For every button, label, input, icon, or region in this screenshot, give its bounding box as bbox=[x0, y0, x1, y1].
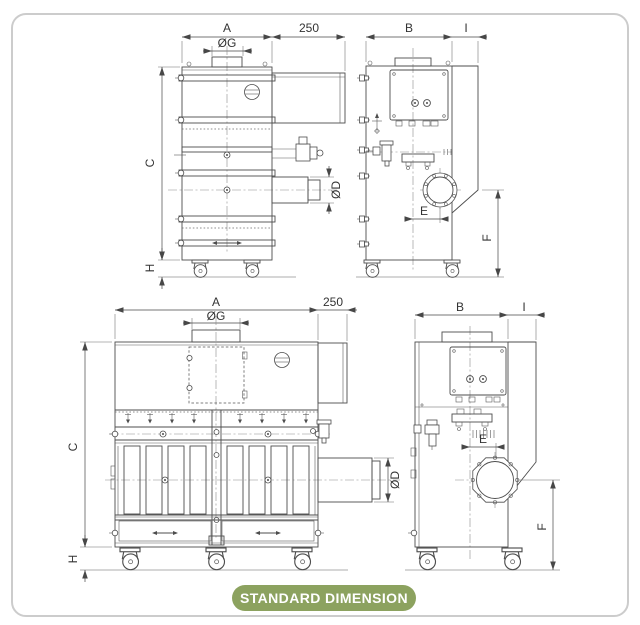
dim-label-250-bottom: 250 bbox=[323, 295, 343, 309]
dim-label-250-top: 250 bbox=[299, 21, 319, 35]
dim-label-h-bottom: H bbox=[66, 555, 80, 564]
filter-cartridges bbox=[115, 445, 318, 518]
page-frame bbox=[11, 13, 629, 617]
door-hinge bbox=[110, 478, 116, 490]
indicator-lamp bbox=[423, 99, 431, 107]
control-panel bbox=[389, 69, 449, 127]
pulse-valve bbox=[272, 136, 324, 162]
outlet-duct bbox=[317, 457, 381, 503]
dim-label-a-top: A bbox=[223, 21, 231, 35]
door-hinge bbox=[410, 447, 417, 457]
blower-housing bbox=[271, 72, 346, 124]
damper-knob bbox=[274, 352, 290, 368]
dim-label-c-top: C bbox=[143, 158, 157, 167]
dim-label-i-top: I bbox=[464, 21, 467, 35]
inlet-flange bbox=[422, 172, 458, 208]
pulse-valve bbox=[366, 140, 394, 167]
inlet-flange bbox=[470, 455, 520, 505]
air-filter-regulator bbox=[413, 419, 440, 450]
damper-knob bbox=[244, 84, 260, 100]
dim-label-og-top: ØG bbox=[218, 36, 237, 50]
manifold-bracket bbox=[401, 153, 435, 170]
body-outline bbox=[181, 66, 273, 261]
dim-label-f-bottom: F bbox=[535, 523, 549, 530]
blower-housing bbox=[317, 342, 348, 404]
dim-label-h-top: H bbox=[143, 264, 157, 273]
vent-symbol bbox=[372, 113, 382, 134]
top-duct bbox=[394, 57, 432, 67]
badge-background bbox=[232, 585, 416, 611]
body-outline bbox=[114, 341, 319, 548]
dim-label-f-top: F bbox=[480, 234, 494, 241]
drawer-handle bbox=[212, 241, 242, 245]
control-panel bbox=[449, 346, 507, 403]
dim-label-b-bottom: B bbox=[456, 300, 464, 314]
door-hinge bbox=[110, 465, 116, 477]
badge-label: STANDARD DIMENSION bbox=[240, 590, 408, 606]
top-duct bbox=[441, 331, 493, 343]
dust-drawers bbox=[115, 519, 318, 544]
outlet-transition-outline bbox=[451, 65, 479, 214]
dim-label-b-top: B bbox=[405, 21, 413, 35]
large-unit-side-view: B I bbox=[405, 300, 560, 571]
spray-nozzle-band bbox=[115, 409, 318, 444]
large-unit-front-view: A 250 ØG bbox=[66, 295, 402, 582]
door-hinge bbox=[410, 469, 417, 479]
access-door bbox=[186, 346, 248, 404]
small-unit-front-view: A 250 ØG bbox=[143, 21, 346, 289]
dim-label-c-bottom: C bbox=[66, 442, 80, 451]
dim-label-e-top: E bbox=[420, 204, 428, 218]
outlet-transition-outline bbox=[507, 341, 537, 498]
center-divider bbox=[208, 410, 225, 546]
dim-label-i-bottom: I bbox=[522, 300, 525, 314]
outlet-duct bbox=[271, 176, 321, 204]
dim-label-e-bottom: E bbox=[479, 432, 487, 446]
manifold-bracket bbox=[451, 408, 493, 431]
indicator-lamp bbox=[466, 375, 474, 383]
small-unit-side-view: B I bbox=[356, 21, 504, 278]
indicator-lamp bbox=[479, 375, 487, 383]
standard-dimension-badge: STANDARD DIMENSION bbox=[232, 585, 416, 611]
dim-label-od-top: ØD bbox=[329, 181, 343, 199]
indicator-lamp bbox=[411, 99, 419, 107]
dim-label-a-bottom: A bbox=[212, 295, 220, 309]
pulse-valve bbox=[310, 419, 332, 444]
dim-label-od-bottom: ØD bbox=[388, 471, 402, 489]
